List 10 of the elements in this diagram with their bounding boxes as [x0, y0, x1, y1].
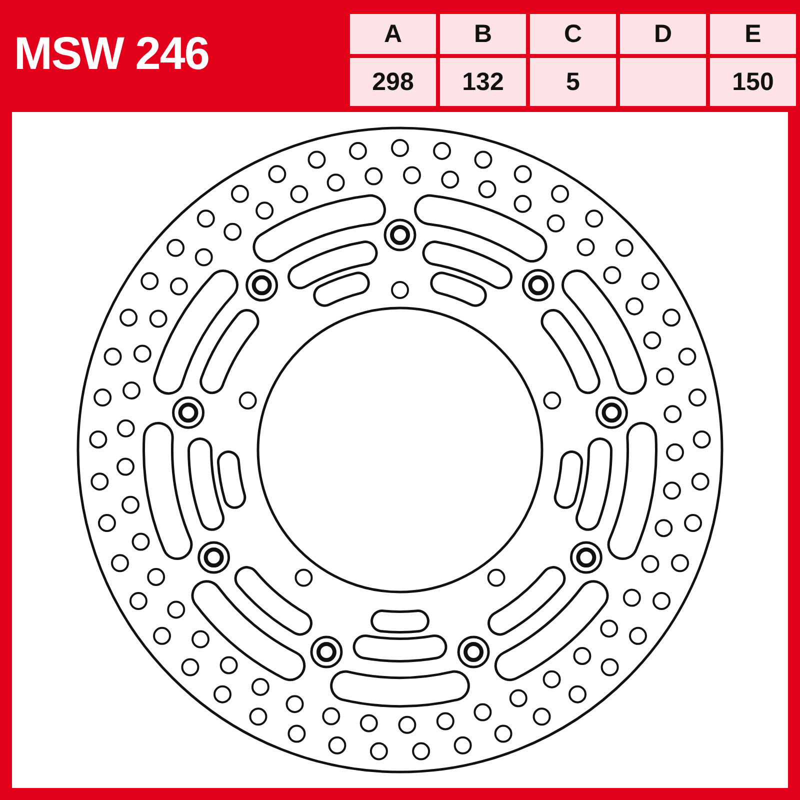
dimension-value: 150 [710, 58, 796, 106]
part-number-title: MSW 246 [14, 26, 209, 80]
dimension-value: 298 [350, 58, 436, 106]
column-header: E [710, 14, 796, 54]
dimension-value: 132 [440, 58, 526, 106]
column-header: D [620, 14, 706, 54]
column-header: A [350, 14, 436, 54]
column-header: B [440, 14, 526, 54]
column-header: C [530, 14, 616, 54]
dimension-value: 5 [530, 58, 616, 106]
